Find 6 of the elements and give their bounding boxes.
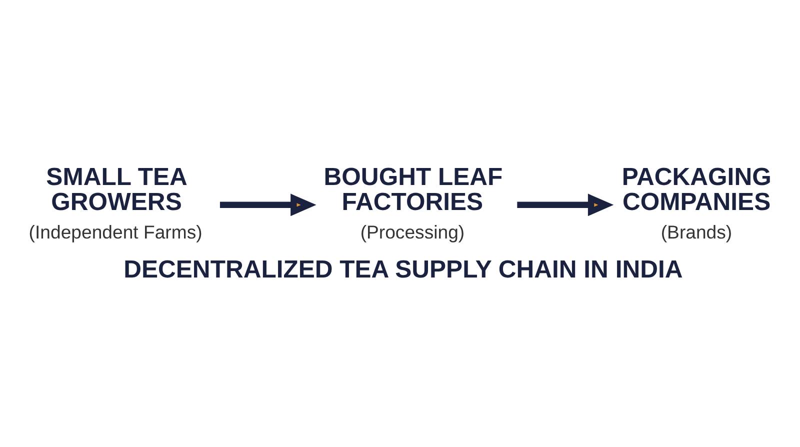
node-text: PACKAGING COMPANIES (Brands) — [622, 164, 772, 242]
node-text: SMALL TEA GROWERS (Independent Farms) — [28, 164, 202, 242]
arrow — [517, 194, 614, 216]
diagram-title: DECENTRALIZED TEA SUPPLY CHAIN IN INDIA — [124, 256, 683, 284]
arrow — [220, 194, 316, 216]
node-text: BOUGHT LEAF FACTORIES (Processing) — [324, 164, 503, 242]
